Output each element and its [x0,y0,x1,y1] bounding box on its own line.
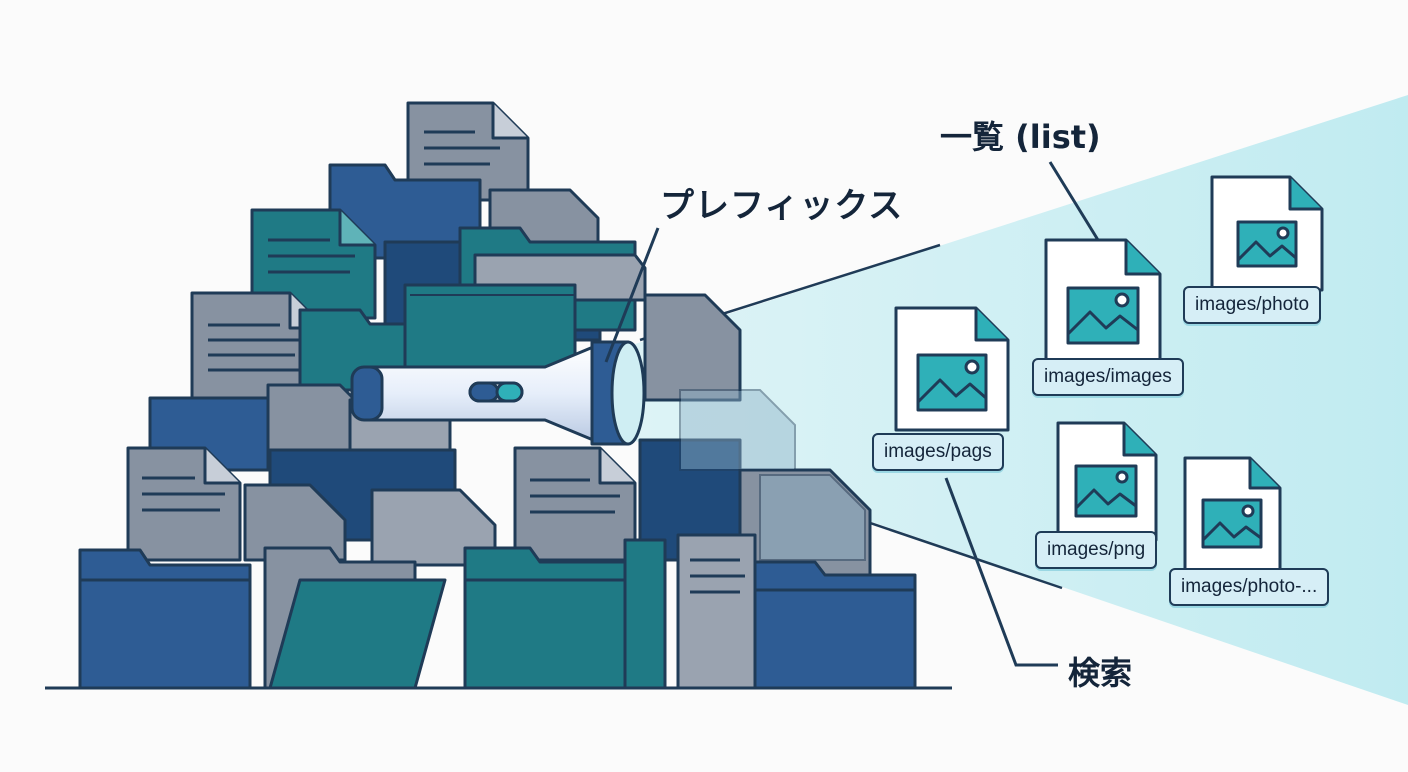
search-leader [944,477,1058,667]
search-label: 検索 [1068,654,1133,692]
list-label: 一覧 (list) [940,118,1101,156]
prefix-label: プレフィックス [660,186,904,226]
prefix-leader [604,227,660,363]
result-label-photo-2: images/photo-... [1169,568,1330,606]
result-label-images: images/images [1032,358,1184,396]
flashlight [350,340,646,446]
result-label-pags: images/pags [872,433,1004,471]
image-file-photo-2 [1183,456,1282,574]
file-pile [78,101,917,690]
image-file-pags [894,306,1010,432]
image-file-images [1044,238,1162,372]
beam-faded-docs [679,389,866,561]
image-file-photo [1210,175,1324,292]
result-label-photo: images/photo [1183,286,1322,324]
list-leader [1048,161,1100,241]
result-label-png: images/png [1035,531,1158,569]
image-file-png [1056,421,1158,542]
